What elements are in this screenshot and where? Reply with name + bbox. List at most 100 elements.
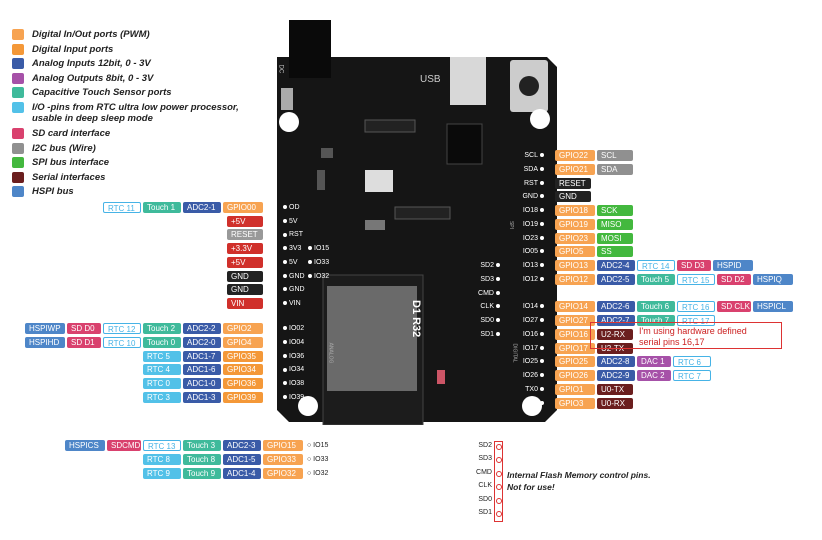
flash-pin-dot (496, 484, 502, 491)
legend-item: I2C bus (Wire) (12, 142, 262, 158)
pin-tag-dac: DAC 1 (637, 356, 671, 368)
board-pin-label: ○ IO33 (307, 455, 329, 463)
board-pin-label: IO14 (518, 302, 546, 311)
pin-tag-in: GPIO39 (223, 392, 263, 403)
board-pin-label: 5V (281, 217, 298, 226)
pin-tag-hspi: HSPICL (753, 301, 793, 313)
board-pin-label: IO12 (518, 275, 546, 284)
board-pin-label: IO17 (518, 344, 546, 353)
legend-label: Serial interfaces (32, 171, 106, 183)
spi-label: SPI (508, 220, 515, 230)
legend-swatch (12, 58, 24, 70)
annotation-line-2: serial pins 16,17 (639, 337, 705, 347)
pin-tag-adc: ADC2-2 (183, 323, 221, 334)
board-pin-label: IO16 (518, 330, 546, 339)
pin-tag-sd: SD D0 (67, 323, 101, 334)
pin-tag-sd: SD D3 (677, 260, 711, 271)
legend-swatch (12, 101, 24, 113)
pin-tag-gpio: GPIO12 (555, 273, 595, 285)
board-pin-label: ○ IO32 (307, 469, 329, 477)
legend-swatch (12, 171, 24, 183)
flash-pin-label: SD1 (478, 509, 492, 516)
board-pin-label: GND (281, 272, 305, 281)
pin-tag-rtc: RTC 15 (677, 273, 715, 285)
legend-item: Analog Inputs 12bit, 0 - 3V (12, 58, 262, 73)
usb-label: USB (420, 74, 441, 85)
flash-warning: Not for use! (507, 482, 555, 492)
pin-tag-touch: Touch 9 (183, 467, 221, 479)
flash-pin-label: SD0 (478, 495, 492, 503)
pin-tag-rtcf: RTC 5 (143, 350, 181, 362)
annotation-line-1: I'm using hardware defined (639, 326, 747, 336)
pin-tag-rtc: RTC 11 (103, 202, 141, 213)
pin-tag-gnd: GND (227, 270, 263, 282)
pin-tag-gpio: GPIO1 (555, 383, 595, 395)
board-graphic (277, 20, 557, 425)
pin-tag-i2c: SDA (597, 163, 633, 175)
legend-swatch (12, 29, 24, 40)
pin-tag-ser: U0-RX (597, 397, 633, 409)
flash-pin-dot (496, 470, 502, 477)
pin-tag-rtc: RTC 10 (103, 336, 141, 348)
pin-tag-i2c: SCL (597, 150, 633, 161)
pin-tag-rtcf: RTC 4 (143, 364, 181, 376)
pin-tag-in: GPIO34 (223, 364, 263, 376)
pin-tag-sd: SD D2 (717, 273, 751, 285)
legend: Digital In/Out ports (PWM)Digital Input … (12, 29, 262, 201)
pin-tag-gnd: RESET (555, 177, 591, 189)
board-pin-label: TX0 (518, 385, 546, 394)
legend-label: Analog Inputs 12bit, 0 - 3V (32, 58, 151, 70)
legend-label: SPI bus interface (32, 157, 110, 169)
legend-label: Capacitive Touch Sensor ports (32, 87, 172, 99)
pin-tag-gpio: GPIO32 (263, 467, 303, 479)
pin-tag-gpio: GPIO4 (223, 336, 263, 348)
pin-tag-gpio: GPIO26 (555, 370, 595, 381)
pin-tag-adc: ADC1-7 (183, 350, 221, 362)
pin-tag-gpio: GPIO15 (263, 440, 303, 451)
pin-tag-touch: Touch 6 (637, 301, 675, 313)
pin-tag-adc: ADC2-1 (183, 202, 221, 213)
pin-tag-sd: SD D1 (67, 336, 101, 348)
pin-tag-pwr: +5V (227, 215, 263, 227)
legend-label: HSPI bus (32, 186, 74, 198)
pin-tag-in: GPIO36 (223, 378, 263, 390)
pin-tag-rtc: RTC 14 (637, 260, 675, 271)
pin-tag-hspi: HSPICS (65, 440, 105, 451)
board-pin-label: IO18 (518, 206, 546, 215)
pin-tag-rtc: RTC 7 (673, 370, 711, 381)
pin-tag-hspi: HSPIWP (25, 323, 65, 334)
board-pin-label: SCL (518, 151, 546, 160)
board-pin-label: IO33 (306, 258, 329, 267)
pin-tag-touch: Touch 0 (143, 336, 181, 348)
pin-tag-adc: ADC2-6 (597, 301, 635, 313)
board-pin-label: 5V (281, 258, 298, 267)
board-pin-label: SD2 (470, 261, 502, 270)
pin-tag-adc: ADC2-4 (597, 260, 635, 271)
board-pin-label: IO36 (281, 352, 304, 361)
pin-tag-spi: MOSI (597, 232, 633, 244)
pin-tag-adc: ADC1-3 (183, 392, 221, 403)
legend-label: Digital Input ports (32, 43, 114, 55)
board-pin-label: IO15 (306, 244, 329, 253)
pin-tag-adc: ADC2-7 (597, 315, 635, 326)
pin-tag-gpio: GPIO2 (223, 323, 263, 334)
board-pin-label: OD (281, 203, 300, 212)
board-pin-label: IO05 (518, 247, 546, 256)
legend-swatch (12, 157, 24, 169)
legend-item: Capacitive Touch Sensor ports (12, 87, 262, 102)
pin-tag-spi: MISO (597, 218, 633, 230)
pin-tag-rtc: RTC 13 (143, 440, 181, 451)
pin-tag-dac: DAC 2 (637, 370, 671, 381)
usb-connector (450, 57, 486, 105)
pin-tag-pwr: VIN (227, 297, 263, 309)
board-pin-label: SD3 (470, 275, 502, 284)
pin-tag-adc: ADC2-8 (597, 356, 635, 368)
pin-tag-gpio: GPIO00 (223, 202, 263, 213)
pin-tag-ser: U0-TX (597, 383, 633, 395)
board-pin-label: VIN (281, 299, 301, 308)
pin-tag-adc: ADC1-0 (183, 378, 221, 390)
pin-tag-gnd: GND (227, 284, 263, 296)
flash-pin-label: CMD (476, 468, 492, 476)
board-pin-label: RST (281, 230, 303, 239)
legend-swatch (12, 186, 24, 198)
